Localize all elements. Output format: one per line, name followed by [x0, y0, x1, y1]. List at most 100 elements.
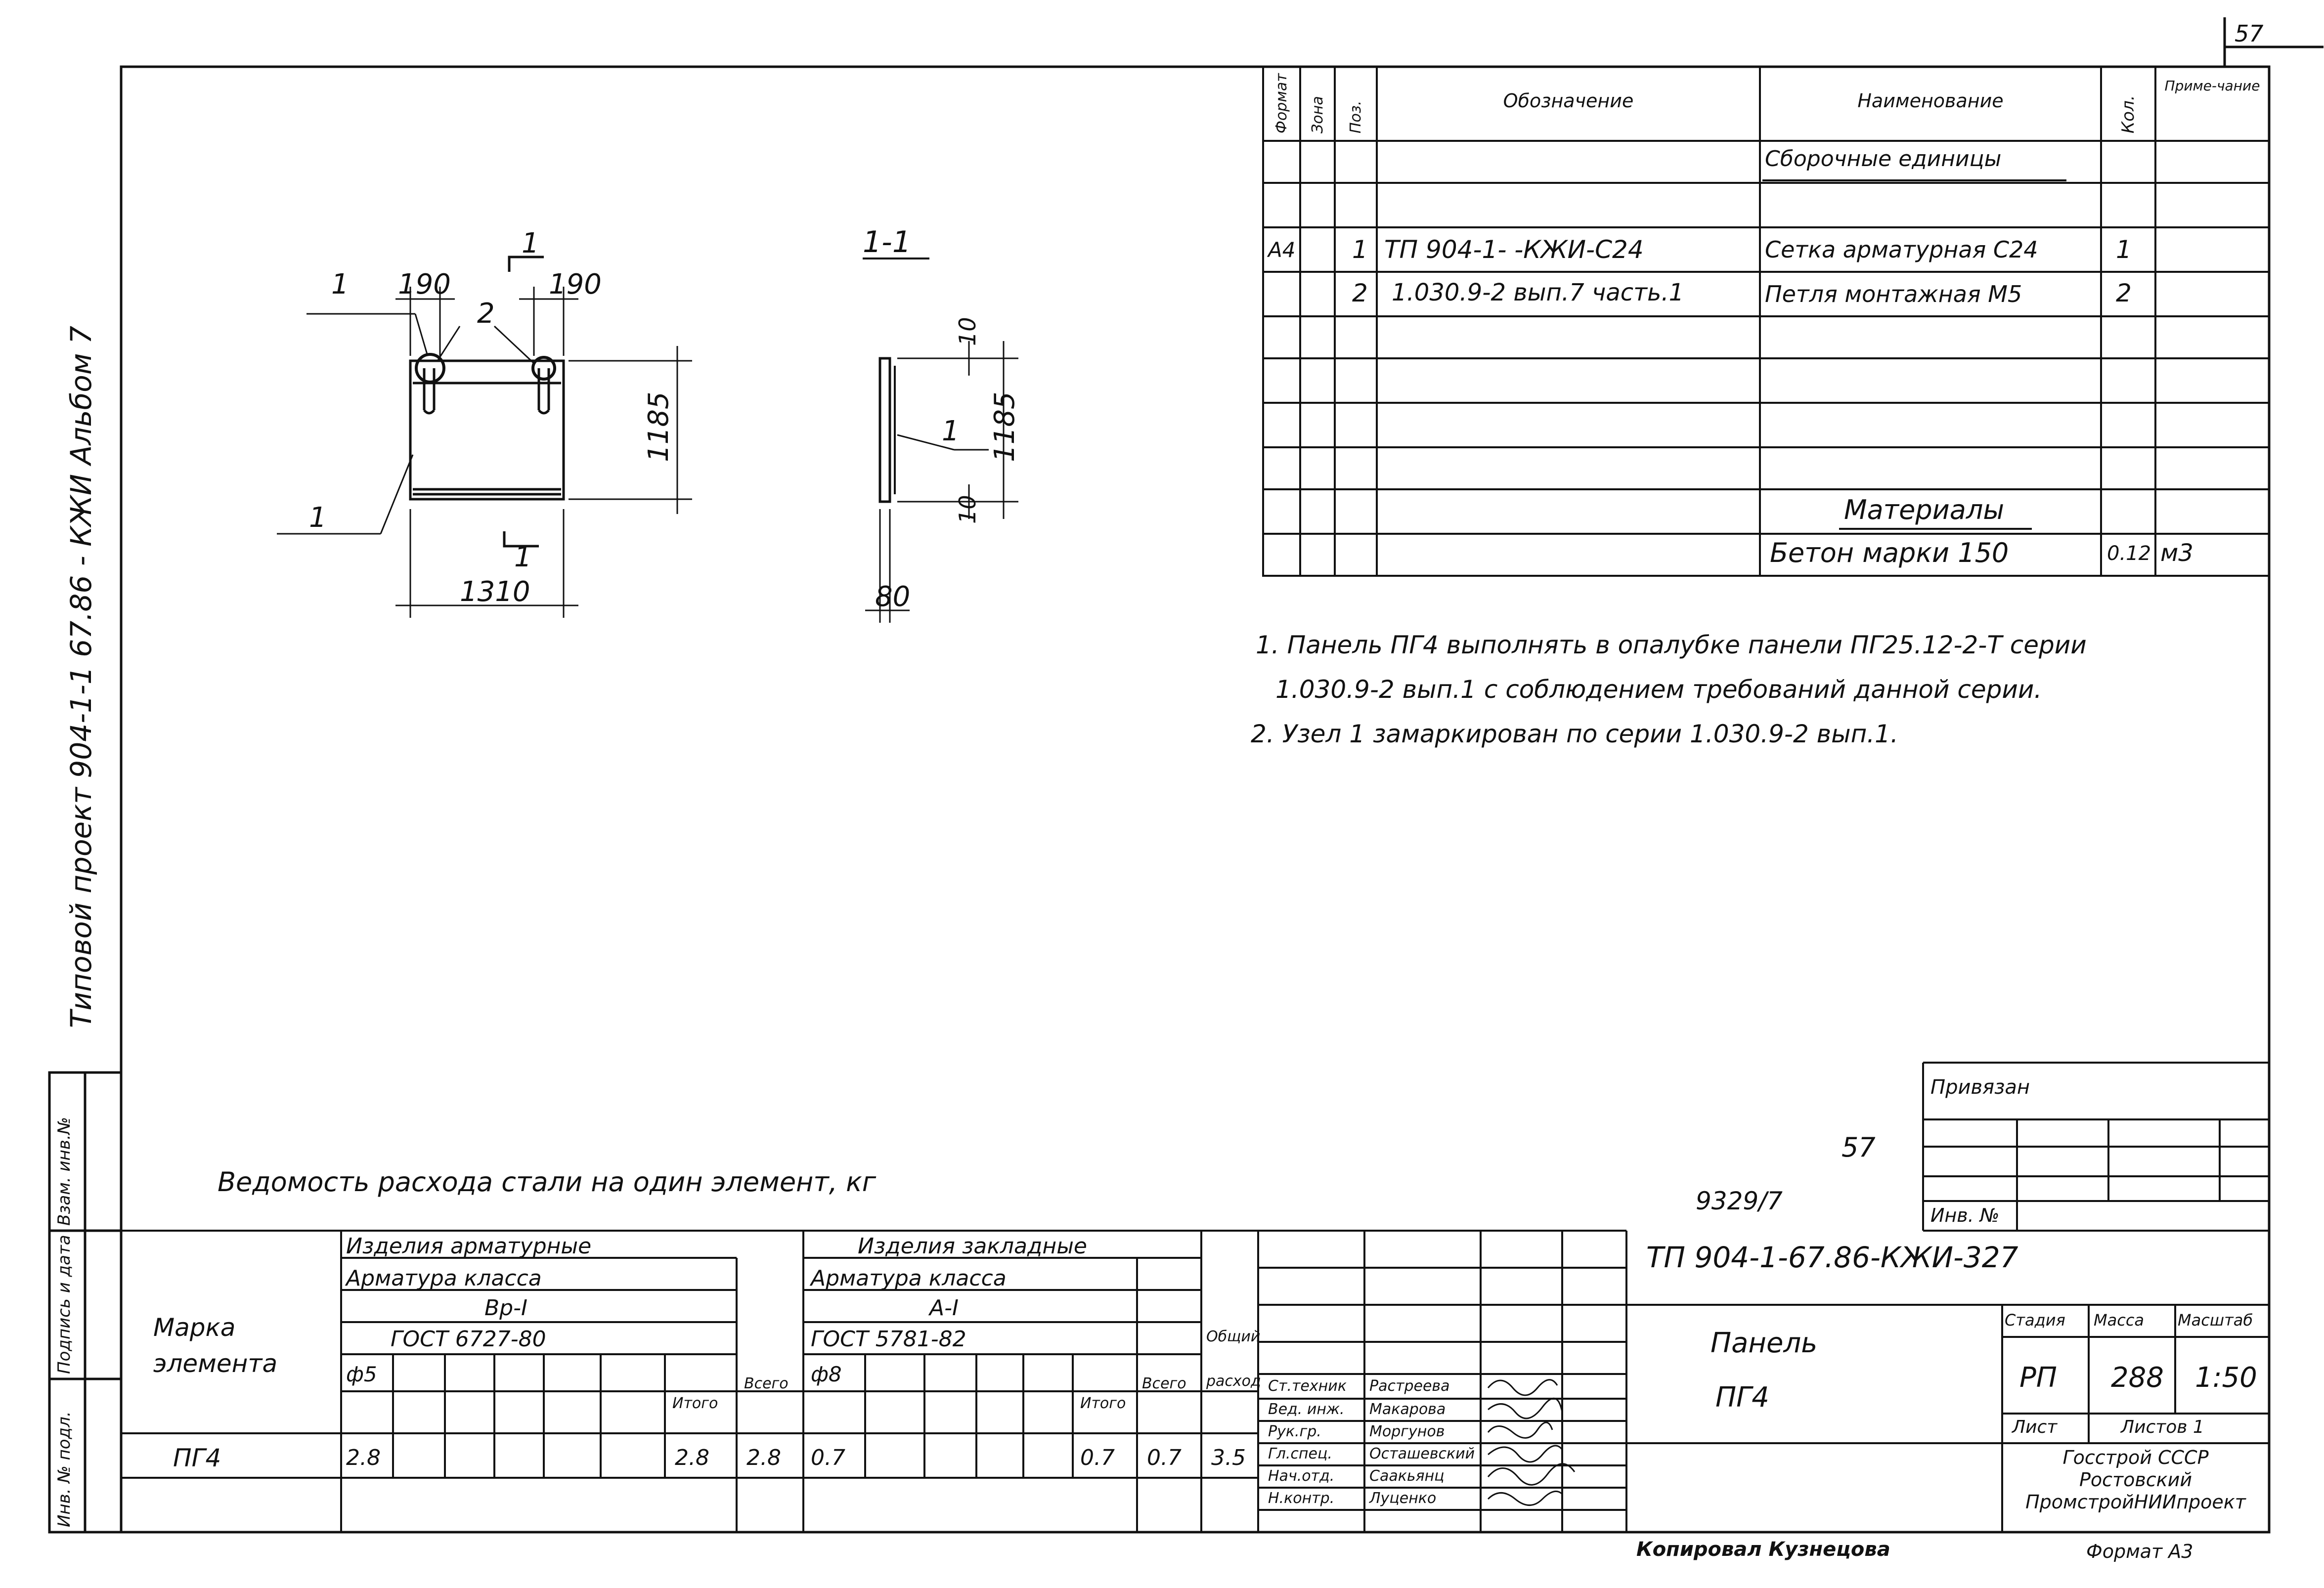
note-1-cont: 1.030.9-2 вып.1 с соблюдением требований… [1275, 675, 2042, 704]
spec-row1-designation: ТП 904-1- -КЖИ-С24 [1384, 235, 1644, 264]
stamp-stage: РП [2019, 1362, 2057, 1394]
staff-role-2: Вед. инж. [1268, 1401, 1345, 1418]
underlines [1762, 179, 2066, 530]
spec-header-format: Формат [1273, 73, 1290, 133]
steel-overall-header: Общий расход [1206, 1328, 1261, 1390]
stamp-mass: 288 [2111, 1362, 2164, 1394]
left-strip-sign: Подпись и дата [54, 1235, 74, 1374]
steel-embedded-grade: А-I [929, 1295, 959, 1321]
sheet-number: 57 [2235, 20, 2264, 47]
spec-header-qty: Кол. [2118, 95, 2138, 133]
spec-row2-pos: 2 [1352, 279, 1368, 307]
steel-embedded-group: Изделия закладные [858, 1234, 1087, 1259]
dim-190-left: 190 [398, 268, 451, 300]
steel-rebar-class: Арматура класса [346, 1266, 542, 1291]
spec-header-designation: Обозначение [1503, 90, 1634, 112]
steel-rebar-grade: Вр-I [484, 1295, 527, 1321]
steel-row-mark: ПГ4 [173, 1444, 221, 1472]
dim-190-right: 190 [549, 268, 602, 300]
stamp-mass-h: Масса [2094, 1311, 2145, 1330]
cut-mark-top: 1 [522, 227, 539, 259]
spec-header-note: Приме-чание [2164, 78, 2260, 94]
steel-row-overall: 3.5 [1211, 1445, 1246, 1470]
signatures [1487, 1379, 1576, 1506]
steel-diam-embedded: ф8 [811, 1362, 842, 1386]
steel-mark-header: Марка элемента [153, 1313, 278, 1378]
steel-row-rebar-subtotal: 2.8 [675, 1445, 709, 1470]
note-2: 2. Узел 1 замаркирован по серии 1.030.9-… [1251, 720, 1898, 748]
stamp-scale: 1:50 [2195, 1362, 2257, 1394]
section-dim-height: 1185 [989, 391, 1021, 462]
spec-section-materials: Материалы [1844, 494, 2004, 525]
stamp-org-3: ПромстройНИИпроект [2025, 1491, 2246, 1513]
steel-embedded-gost: ГОСТ 5781-82 [811, 1327, 966, 1352]
stamp-order: 9329/7 [1696, 1187, 1783, 1215]
stamp-page-small: 57 [1842, 1132, 1876, 1163]
left-strip-replace: Взам. инв.№ [54, 1116, 74, 1226]
spec-material-name: Бетон марки 150 [1770, 537, 2009, 568]
spec-table-grid [1262, 66, 2270, 577]
stamp-privyazan: Привязан [1930, 1076, 2030, 1099]
dim-width-1310: 1310 [460, 576, 530, 608]
copied-by: Копировал Кузнецова [1636, 1538, 1890, 1561]
spec-header-zone: Зона [1309, 96, 1326, 133]
spec-row1-pos: 1 [1352, 235, 1368, 264]
note-1: 1. Панель ПГ4 выполнять в опалубке панел… [1256, 631, 2087, 659]
stamp-stage-h: Стадия [2005, 1311, 2065, 1330]
spec-row1-qty: 1 [2116, 235, 2132, 264]
spec-header-name: Наименование [1857, 90, 2004, 112]
callout-1-bottom: 1 [309, 502, 327, 534]
staff-role-1: Ст.техник [1268, 1377, 1347, 1395]
format-label: Формат А3 [2086, 1541, 2193, 1562]
panel-plan-drawing [277, 256, 692, 618]
frame-border [120, 65, 2271, 1534]
section-dim-top: 10 [954, 317, 981, 346]
callout-2: 2 [477, 298, 495, 330]
stamp-inv-no: Инв. № [1930, 1204, 2000, 1226]
stamp-org-1: Госстрой СССР [2062, 1447, 2209, 1468]
spec-row2-name: Петля монтажная М5 [1765, 281, 2022, 307]
spec-header-pos: Поз. [1347, 100, 1364, 133]
spec-material-note: м3 [2160, 539, 2193, 567]
steel-row-emb-d8: 0.7 [811, 1445, 845, 1470]
steel-rebar-gost: ГОСТ 6727-80 [391, 1327, 546, 1352]
staff-name-6: Луценко [1369, 1490, 1437, 1507]
staff-role-3: Рук.гр. [1268, 1423, 1321, 1440]
section-callout-1: 1 [942, 415, 960, 447]
staff-name-1: Растреева [1369, 1377, 1450, 1395]
left-strip-inv: Инв. № подл. [54, 1411, 74, 1527]
steel-subtotal-embedded: Итого [1080, 1395, 1126, 1412]
spec-row2-qty: 2 [2116, 279, 2132, 307]
stamp-scale-h: Масштаб [2178, 1311, 2253, 1330]
staff-name-4: Осташевский [1369, 1445, 1475, 1462]
spec-row1-format: А4 [1268, 238, 1296, 262]
spec-material-qty: 0.12 [2107, 542, 2151, 565]
staff-role-6: Н.контр. [1268, 1490, 1335, 1507]
staff-name-3: Моргунов [1369, 1423, 1445, 1440]
stamp-grid [1258, 1062, 2269, 1532]
staff-name-2: Макарова [1369, 1401, 1446, 1418]
steel-embedded-class: Арматура класса [811, 1266, 1007, 1291]
steel-total-rebar: Всего [744, 1375, 789, 1392]
steel-table-grid [121, 1230, 1259, 1532]
steel-row-emb-total: 0.7 [1147, 1445, 1182, 1470]
side-label: Типовой проект 904-1-1 67.86 - КЖИ Альбо… [64, 326, 98, 1028]
section-dim-width: 80 [875, 581, 911, 613]
stamp-title-1: Панель [1710, 1327, 1818, 1359]
steel-total-embedded: Всего [1142, 1375, 1186, 1392]
steel-table-title: Ведомость расхода стали на один элемент,… [218, 1166, 877, 1198]
steel-subtotal-rebar: Итого [672, 1395, 718, 1412]
dim-height-1185: 1185 [643, 391, 675, 462]
steel-row-rebar-d5: 2.8 [346, 1445, 381, 1470]
staff-name-5: Саакьянц [1369, 1467, 1445, 1485]
stamp-sheet: Лист [2012, 1417, 2058, 1437]
callout-1-top: 1 [331, 268, 349, 300]
steel-row-rebar-total: 2.8 [746, 1445, 781, 1470]
steel-diam-rebar: ф5 [346, 1362, 377, 1386]
stamp-org-2: Ростовский [2079, 1469, 2192, 1491]
stamp-title-2: ПГ4 [1715, 1381, 1769, 1414]
staff-role-5: Нач.отд. [1268, 1467, 1335, 1485]
steel-row-emb-subtotal: 0.7 [1080, 1445, 1115, 1470]
section-drawing [863, 258, 1018, 623]
